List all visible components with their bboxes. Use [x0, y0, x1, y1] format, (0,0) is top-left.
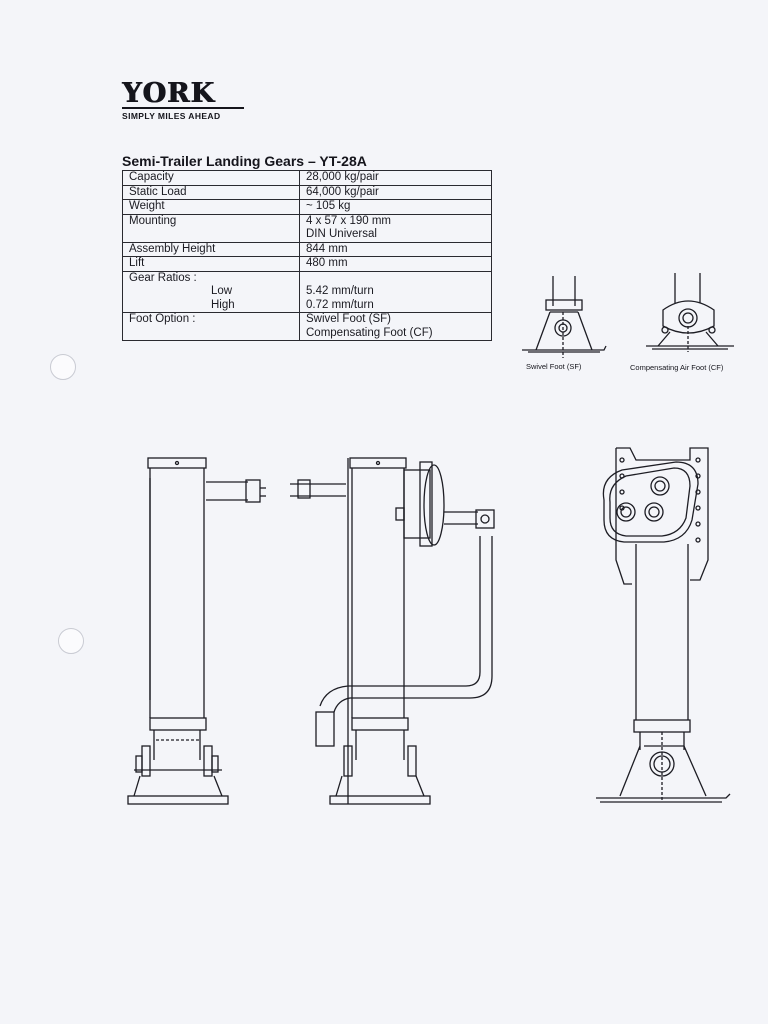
- spec-label: Capacity: [122, 170, 300, 186]
- gear-ratio-heading: Gear Ratios :: [129, 271, 197, 284]
- logo-tagline: SIMPLY MILES AHEAD: [122, 111, 221, 121]
- spec-label: Mounting: [122, 213, 300, 243]
- landing-gear-right-view: [596, 447, 731, 803]
- gear-low-value: 5.42 mm/turn: [306, 285, 374, 297]
- foot-value-line: Swivel Foot (SF): [306, 313, 391, 325]
- spec-value: 28,000 kg/pair: [299, 170, 492, 186]
- foot-value-line: Compensating Foot (CF): [306, 326, 433, 339]
- spec-value: ~ 105 kg: [299, 199, 492, 215]
- gear-high-value: 0.72 mm/turn: [306, 298, 374, 311]
- logo-underline: [122, 107, 244, 109]
- table-row: Mounting 4 x 57 x 190 mm DIN Universal: [122, 213, 492, 243]
- spec-label: Gear Ratios : Low High: [122, 270, 300, 313]
- table-row: Capacity 28,000 kg/pair: [122, 170, 492, 186]
- mounting-value-line: 4 x 57 x 190 mm: [306, 214, 392, 227]
- spec-label: Foot Option :: [122, 312, 300, 341]
- swivel-foot-drawing: [522, 276, 607, 358]
- table-row: Lift 480 mm: [122, 256, 492, 272]
- swivel-foot-caption: Swivel Foot (SF): [526, 362, 582, 371]
- logo-wordmark: YORK: [122, 78, 215, 109]
- spec-table: Capacity 28,000 kg/pair Static Load 64,0…: [122, 170, 492, 341]
- table-row: Foot Option : Swivel Foot (SF) Compensat…: [122, 312, 492, 341]
- spec-value: 4 x 57 x 190 mm DIN Universal: [299, 213, 492, 243]
- spec-value: 5.42 mm/turn 0.72 mm/turn: [299, 270, 492, 313]
- punch-hole-top: [50, 354, 76, 380]
- landing-gear-left-view: [127, 457, 266, 805]
- landing-gear-middle-view: [290, 457, 495, 805]
- compensating-foot-caption: Compensating Air Foot (CF): [630, 363, 724, 372]
- mounting-value-line: DIN Universal: [306, 228, 377, 240]
- york-logo: YORK SIMPLY MILES AHEAD: [122, 78, 252, 121]
- gear-high-label: High: [211, 298, 235, 311]
- table-row: Gear Ratios : Low High 5.42 mm/turn 0.72…: [122, 270, 492, 313]
- spec-label: Static Load: [122, 184, 300, 200]
- spec-value: 480 mm: [299, 256, 492, 272]
- compensating-foot-drawing: [646, 273, 734, 352]
- punch-hole-bottom: [58, 628, 84, 654]
- spec-value: 64,000 kg/pair: [299, 184, 492, 200]
- gear-low-label: Low: [211, 285, 233, 297]
- spec-value: Swivel Foot (SF) Compensating Foot (CF): [299, 312, 492, 341]
- table-row: Static Load 64,000 kg/pair: [122, 184, 492, 200]
- spec-title: Semi-Trailer Landing Gears – YT-28A: [122, 153, 367, 169]
